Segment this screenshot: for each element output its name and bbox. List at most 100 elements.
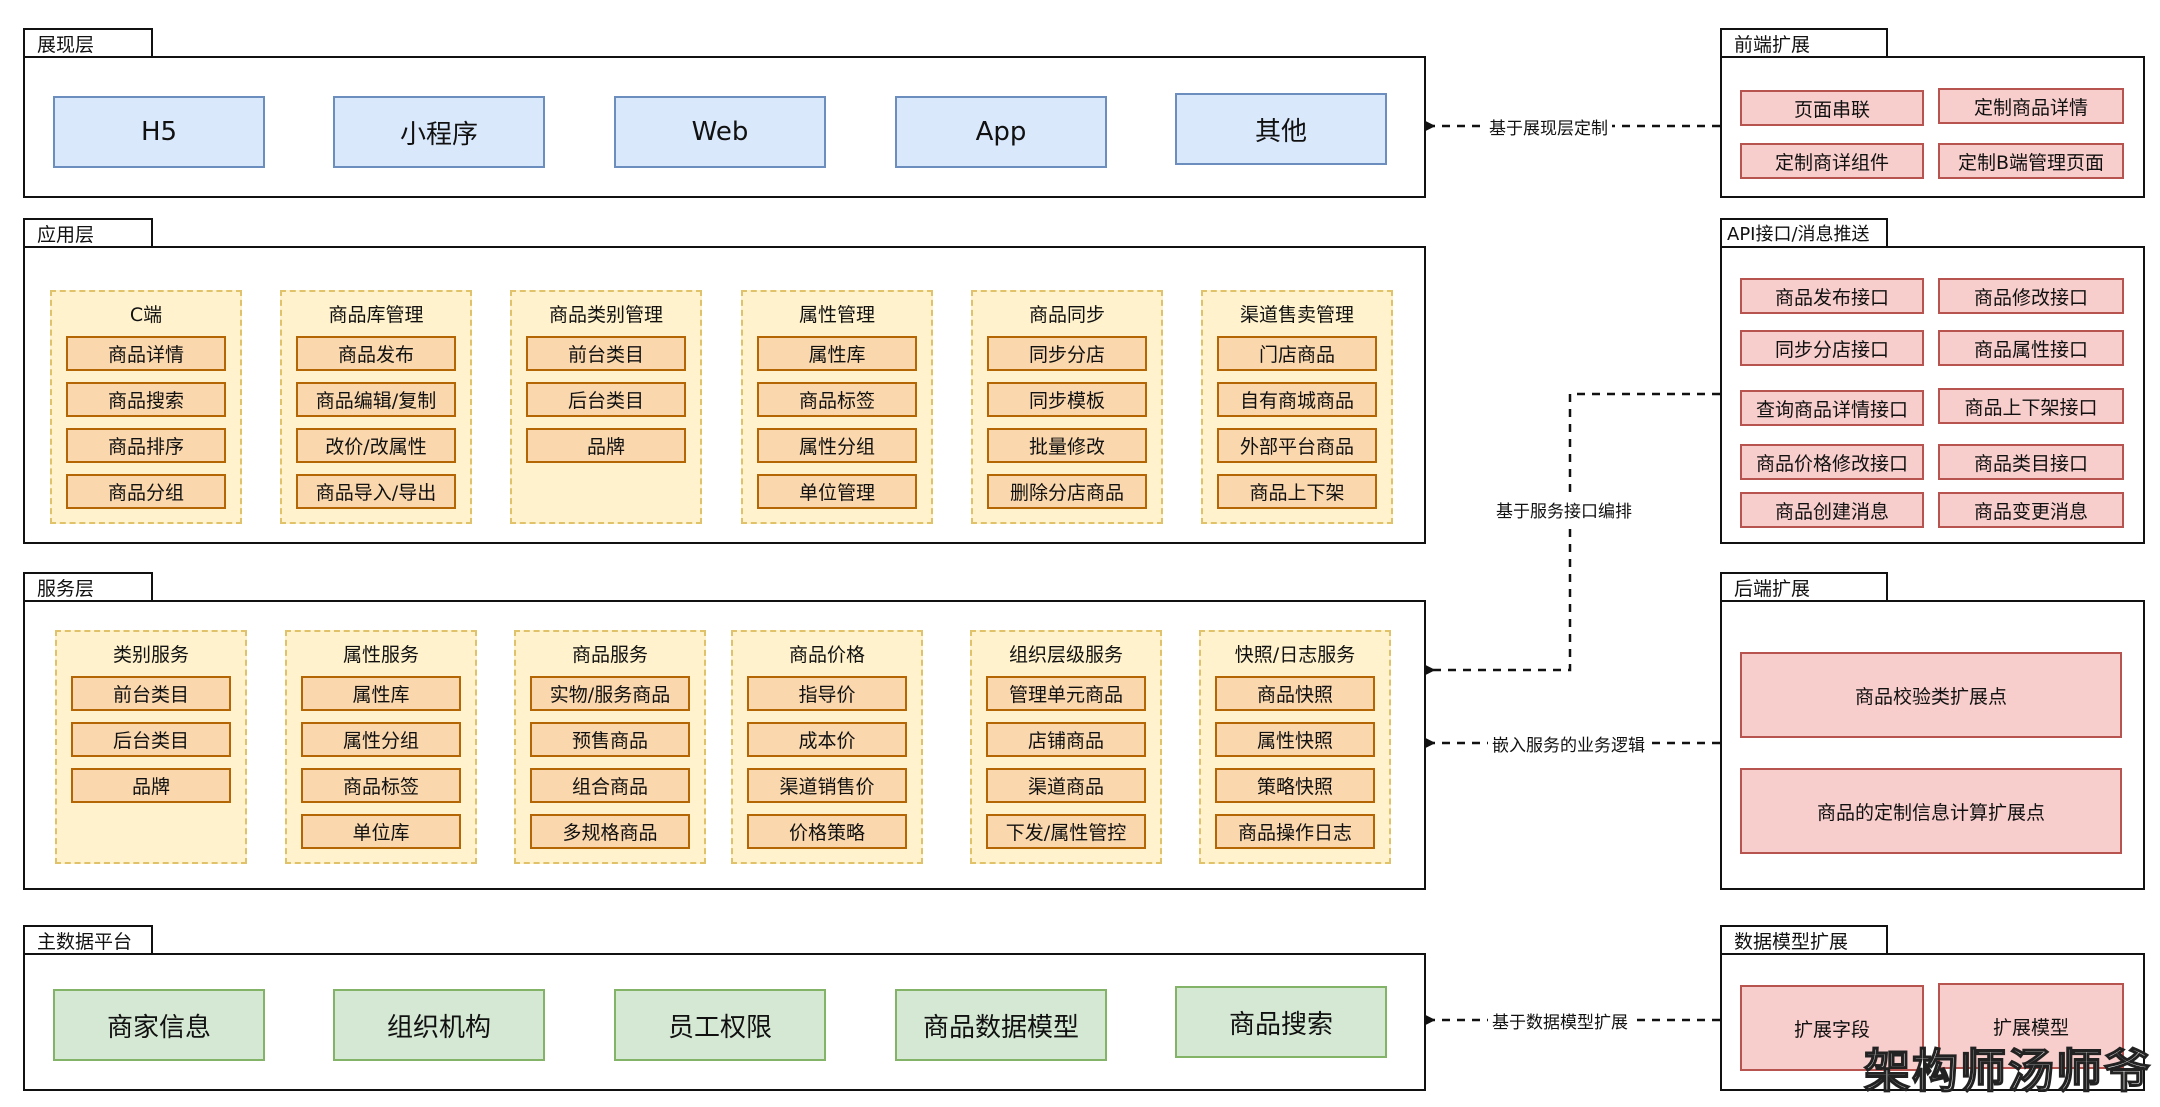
application-item: 商品详情 bbox=[66, 336, 226, 371]
masterdata-layer-title: 主数据平台 bbox=[23, 925, 153, 955]
presentation-item-other: 其他 bbox=[1175, 93, 1387, 165]
application-item: 商品发布 bbox=[296, 336, 456, 371]
watermark: 架构师汤师爷 bbox=[1863, 1043, 2152, 1099]
masterdata-layer: 商家信息 组织机构 员工权限 商品数据模型 商品搜索 bbox=[23, 953, 1426, 1091]
application-group-title: 商品同步 bbox=[1028, 304, 1105, 326]
frontend-item: 定制B端管理页面 bbox=[1938, 143, 2124, 179]
service-item: 预售商品 bbox=[530, 722, 690, 757]
application-item: 商品编辑/复制 bbox=[296, 382, 456, 417]
service-item: 成本价 bbox=[747, 722, 907, 757]
api-item: 商品修改接口 bbox=[1938, 278, 2124, 314]
masterdata-item-product-search: 商品搜索 bbox=[1175, 986, 1387, 1058]
application-item: 品牌 bbox=[526, 428, 686, 463]
application-layer-title: 应用层 bbox=[23, 218, 153, 248]
application-group: 商品库管理商品发布商品编辑/复制改价/改属性商品导入/导出 bbox=[280, 290, 472, 524]
application-group-title: C端 bbox=[129, 304, 163, 326]
application-item: 批量修改 bbox=[987, 428, 1147, 463]
service-item: 策略快照 bbox=[1215, 768, 1375, 803]
service-group: 属性服务属性库属性分组商品标签单位库 bbox=[285, 630, 477, 864]
application-item: 单位管理 bbox=[757, 474, 917, 509]
application-item: 前台类目 bbox=[526, 336, 686, 371]
service-item: 属性快照 bbox=[1215, 722, 1375, 757]
service-item: 价格策略 bbox=[747, 814, 907, 849]
application-layer: C端商品详情商品搜索商品排序商品分组商品库管理商品发布商品编辑/复制改价/改属性… bbox=[23, 246, 1426, 544]
application-group: 渠道售卖管理门店商品自有商城商品外部平台商品商品上下架 bbox=[1201, 290, 1393, 524]
connector-label-backend: 嵌入服务的业务逻辑 bbox=[1488, 731, 1649, 756]
service-group: 商品服务实物/服务商品预售商品组合商品多规格商品 bbox=[514, 630, 706, 864]
api-item: 商品变更消息 bbox=[1938, 492, 2124, 528]
application-item: 商品标签 bbox=[757, 382, 917, 417]
frontend-item: 页面串联 bbox=[1740, 90, 1924, 126]
application-item: 商品上下架 bbox=[1217, 474, 1377, 509]
backend-item: 商品的定制信息计算扩展点 bbox=[1740, 768, 2122, 854]
service-item: 管理单元商品 bbox=[986, 676, 1146, 711]
api-item: 商品价格修改接口 bbox=[1740, 444, 1924, 480]
frontend-item: 定制商品详情 bbox=[1938, 88, 2124, 124]
api-item: 商品属性接口 bbox=[1938, 330, 2124, 366]
api-item: 商品类目接口 bbox=[1938, 444, 2124, 480]
service-item: 后台类目 bbox=[71, 722, 231, 757]
connector-label-api: 基于服务接口编排 bbox=[1492, 497, 1636, 522]
service-item: 渠道销售价 bbox=[747, 768, 907, 803]
datamodel-item: 扩展模型 bbox=[1938, 983, 2124, 1069]
application-item: 商品排序 bbox=[66, 428, 226, 463]
service-item: 品牌 bbox=[71, 768, 231, 803]
service-item: 商品标签 bbox=[301, 768, 461, 803]
masterdata-item-merchant: 商家信息 bbox=[53, 989, 265, 1061]
application-item: 同步分店 bbox=[987, 336, 1147, 371]
backend-extension-title: 后端扩展 bbox=[1720, 572, 1888, 602]
datamodel-item: 扩展字段 bbox=[1740, 985, 1924, 1071]
service-item: 实物/服务商品 bbox=[530, 676, 690, 711]
application-group: 商品同步同步分店同步模板批量修改删除分店商品 bbox=[971, 290, 1163, 524]
presentation-item-app: App bbox=[895, 96, 1107, 168]
api-item: 商品上下架接口 bbox=[1938, 388, 2124, 424]
application-item: 外部平台商品 bbox=[1217, 428, 1377, 463]
application-group-title: 商品库管理 bbox=[328, 304, 424, 326]
api-item: 同步分店接口 bbox=[1740, 330, 1924, 366]
api-extension: 商品发布接口 商品修改接口 同步分店接口 商品属性接口 查询商品详情接口 商品上… bbox=[1720, 246, 2145, 544]
application-item: 商品搜索 bbox=[66, 382, 226, 417]
service-group-title: 类别服务 bbox=[112, 644, 189, 666]
masterdata-item-employee-permission: 员工权限 bbox=[614, 989, 826, 1061]
service-group: 商品价格指导价成本价渠道销售价价格策略 bbox=[731, 630, 923, 864]
application-group-title: 属性管理 bbox=[798, 304, 875, 326]
application-group: 商品类别管理前台类目后台类目品牌 bbox=[510, 290, 702, 524]
application-item: 自有商城商品 bbox=[1217, 382, 1377, 417]
application-item: 商品导入/导出 bbox=[296, 474, 456, 509]
service-item: 下发/属性管控 bbox=[986, 814, 1146, 849]
service-item: 属性分组 bbox=[301, 722, 461, 757]
backend-item: 商品校验类扩展点 bbox=[1740, 652, 2122, 738]
masterdata-item-organization: 组织机构 bbox=[333, 989, 545, 1061]
application-group: C端商品详情商品搜索商品排序商品分组 bbox=[50, 290, 242, 524]
service-item: 多规格商品 bbox=[530, 814, 690, 849]
api-item: 商品创建消息 bbox=[1740, 492, 1924, 528]
service-item: 单位库 bbox=[301, 814, 461, 849]
presentation-item-web: Web bbox=[614, 96, 826, 168]
service-item: 指导价 bbox=[747, 676, 907, 711]
connector-label-presentation: 基于展现层定制 bbox=[1485, 114, 1612, 139]
service-group: 组织层级服务管理单元商品店铺商品渠道商品下发/属性管控 bbox=[970, 630, 1162, 864]
service-group-title: 属性服务 bbox=[342, 644, 419, 666]
application-item: 属性库 bbox=[757, 336, 917, 371]
service-group-title: 快照/日志服务 bbox=[1234, 644, 1356, 666]
api-item: 查询商品详情接口 bbox=[1740, 390, 1924, 426]
datamodel-extension: 扩展字段 扩展模型 bbox=[1720, 953, 2145, 1091]
application-item: 改价/改属性 bbox=[296, 428, 456, 463]
frontend-item: 定制商详组件 bbox=[1740, 143, 1924, 179]
application-item: 删除分店商品 bbox=[987, 474, 1147, 509]
application-group-title: 商品类别管理 bbox=[548, 304, 663, 326]
service-layer: 类别服务前台类目后台类目品牌属性服务属性库属性分组商品标签单位库商品服务实物/服… bbox=[23, 600, 1426, 890]
masterdata-item-product-data-model: 商品数据模型 bbox=[895, 989, 1107, 1061]
frontend-extension: 页面串联 定制商品详情 定制商详组件 定制B端管理页面 bbox=[1720, 56, 2145, 198]
application-item: 门店商品 bbox=[1217, 336, 1377, 371]
service-item: 商品操作日志 bbox=[1215, 814, 1375, 849]
service-layer-title: 服务层 bbox=[23, 572, 153, 602]
backend-extension: 商品校验类扩展点 商品的定制信息计算扩展点 bbox=[1720, 600, 2145, 890]
datamodel-extension-title: 数据模型扩展 bbox=[1720, 925, 1888, 955]
api-item: 商品发布接口 bbox=[1740, 278, 1924, 314]
presentation-item-miniprogram: 小程序 bbox=[333, 96, 545, 168]
presentation-item-h5: H5 bbox=[53, 96, 265, 168]
presentation-layer: H5 小程序 Web App 其他 bbox=[23, 56, 1426, 198]
application-item: 后台类目 bbox=[526, 382, 686, 417]
